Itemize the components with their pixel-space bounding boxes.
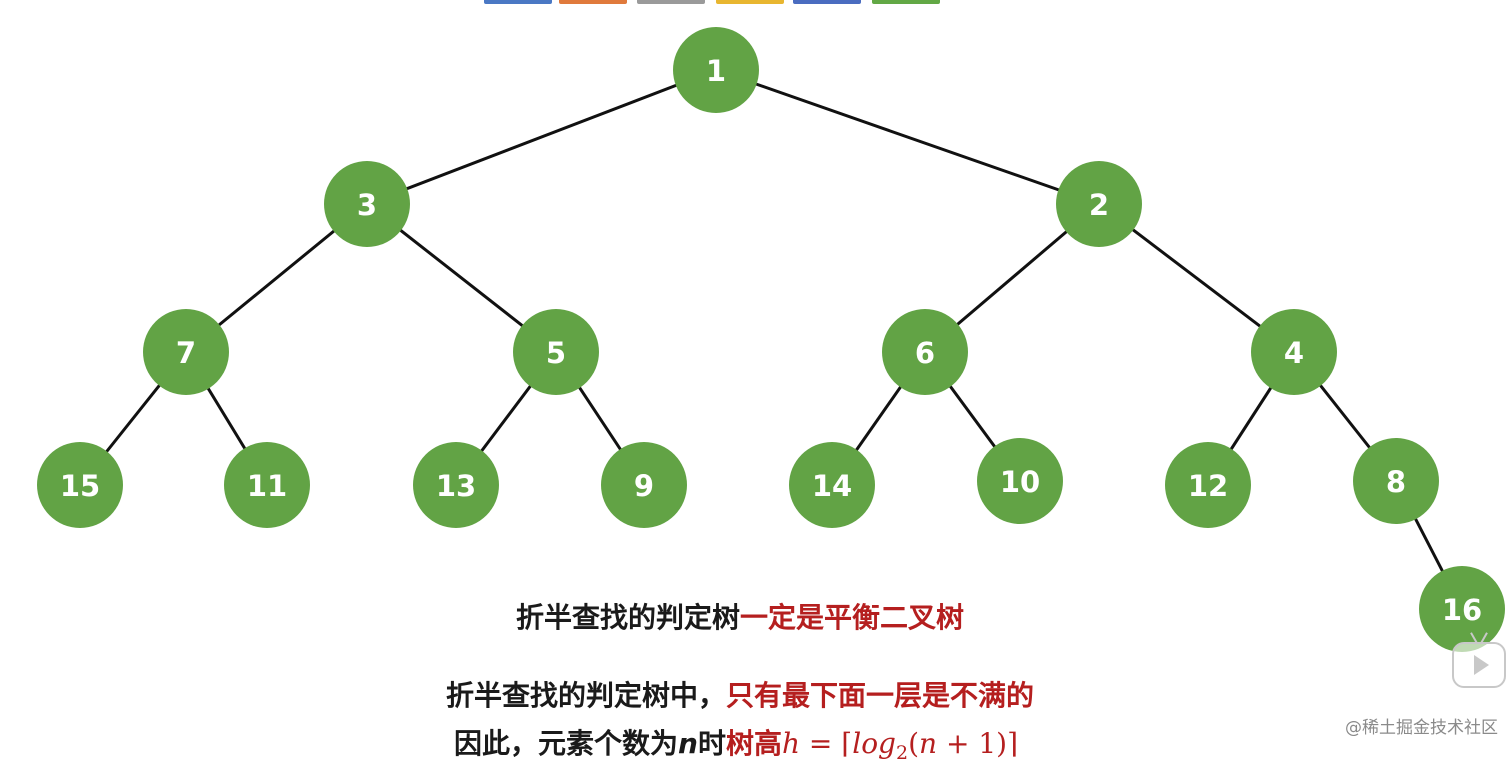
tree-node-circle bbox=[1056, 161, 1142, 247]
tree-node-circle bbox=[1353, 438, 1439, 524]
tree-node-11: 11 bbox=[224, 442, 310, 528]
tree-node-4: 4 bbox=[1251, 309, 1337, 395]
caption-line-2: 折半查找的判定树中，只有最下面一层是不满的 bbox=[0, 674, 1480, 714]
tree-node-14: 14 bbox=[789, 442, 875, 528]
tree-node-1: 1 bbox=[673, 27, 759, 113]
tree-node-2: 2 bbox=[1056, 161, 1142, 247]
blue-tab[interactable] bbox=[484, 0, 552, 4]
tree-edge-1-3 bbox=[366, 68, 717, 206]
tree-node-12: 12 bbox=[1165, 442, 1251, 528]
orange-tab[interactable] bbox=[559, 0, 627, 4]
tree-node-label: 6 bbox=[915, 336, 935, 370]
formula-ceil-left: ⌈ bbox=[841, 727, 853, 760]
tree-node-circle bbox=[789, 442, 875, 528]
tree-node-3: 3 bbox=[324, 161, 410, 247]
formula-n: n bbox=[919, 727, 938, 760]
toolbar-color-tabs bbox=[0, 0, 1512, 6]
tree-node-label: 10 bbox=[1000, 465, 1040, 499]
tree-node-label: 4 bbox=[1284, 336, 1304, 370]
tree-node-label: 16 bbox=[1442, 593, 1482, 627]
formula-ceil-right: ⌉ bbox=[1007, 727, 1018, 760]
caption-3-black-text-b: 时 bbox=[697, 727, 726, 760]
tree-node-label: 14 bbox=[812, 469, 852, 503]
caption-3-variable-n: n bbox=[678, 727, 698, 760]
tree-node-circle bbox=[324, 161, 410, 247]
tree-edge-1-2 bbox=[715, 68, 1100, 206]
tree-node-label: 8 bbox=[1386, 465, 1406, 499]
tree-node-circle bbox=[37, 442, 123, 528]
tree-height-formula: h = ⌈log2(n + 1)⌉ bbox=[781, 727, 1018, 764]
tree-node-label: 3 bbox=[357, 188, 377, 222]
tree-node-label: 2 bbox=[1089, 188, 1109, 222]
watermark: @稀土掘金技术社区 bbox=[1345, 718, 1498, 738]
formula-plus-one: + 1) bbox=[937, 727, 1008, 760]
caption-2-red-text: 只有最下面一层是不满的 bbox=[726, 679, 1035, 712]
tree-node-6: 6 bbox=[882, 309, 968, 395]
tree-node-circle bbox=[601, 442, 687, 528]
tree-node-circle bbox=[413, 442, 499, 528]
tree-node-7: 7 bbox=[143, 309, 229, 395]
tree-node-circle bbox=[673, 27, 759, 113]
yellow-tab[interactable] bbox=[716, 0, 784, 4]
tree-node-label: 5 bbox=[546, 336, 566, 370]
caption-3-red-text: 树高 bbox=[725, 727, 782, 760]
tree-node-10: 10 bbox=[977, 438, 1063, 524]
tree-node-circle bbox=[224, 442, 310, 528]
tree-node-15: 15 bbox=[37, 442, 123, 528]
caption-3-black-text-a: 因此，元素个数为 bbox=[454, 727, 679, 760]
tree-node-circle bbox=[1165, 442, 1251, 528]
formula-log: log bbox=[852, 727, 896, 760]
tree-node-label: 1 bbox=[706, 54, 726, 88]
tree-node-circle bbox=[1251, 309, 1337, 395]
video-play-icon[interactable] bbox=[1452, 642, 1506, 688]
caption-2-black-text: 折半查找的判定树中， bbox=[445, 679, 726, 712]
tree-node-label: 11 bbox=[247, 469, 287, 503]
tree-node-circle bbox=[1419, 566, 1505, 652]
caption-line-1: 折半查找的判定树一定是平衡二叉树 bbox=[0, 596, 1480, 636]
tree-node-circle bbox=[977, 438, 1063, 524]
tree-node-label: 12 bbox=[1188, 469, 1228, 503]
tree-node-circle bbox=[513, 309, 599, 395]
formula-equals: = bbox=[800, 727, 842, 760]
caption-1-black-text: 折半查找的判定树 bbox=[515, 601, 740, 634]
tree-node-label: 15 bbox=[60, 469, 100, 503]
tree-node-label: 7 bbox=[176, 336, 196, 370]
tree-node-8: 8 bbox=[1353, 438, 1439, 524]
formula-log-base: 2 bbox=[895, 742, 909, 764]
tree-node-5: 5 bbox=[513, 309, 599, 395]
tree-node-circle bbox=[882, 309, 968, 395]
caption-1-red-text: 一定是平衡二叉树 bbox=[740, 601, 965, 634]
formula-paren-open: ( bbox=[908, 727, 920, 760]
gray-tab[interactable] bbox=[637, 0, 705, 4]
tree-node-9: 9 bbox=[601, 442, 687, 528]
tree-node-circle bbox=[143, 309, 229, 395]
formula-h: h bbox=[781, 727, 801, 760]
tree-node-label: 9 bbox=[634, 469, 654, 503]
caption-line-3: 因此，元素个数为n时树高h = ⌈log2(n + 1)⌉ bbox=[0, 722, 1472, 764]
tree-node-label: 13 bbox=[436, 469, 476, 503]
green-tab[interactable] bbox=[872, 0, 940, 4]
tree-node-16: 16 bbox=[1419, 566, 1505, 652]
blue-tab[interactable] bbox=[793, 0, 861, 4]
tree-node-13: 13 bbox=[413, 442, 499, 528]
